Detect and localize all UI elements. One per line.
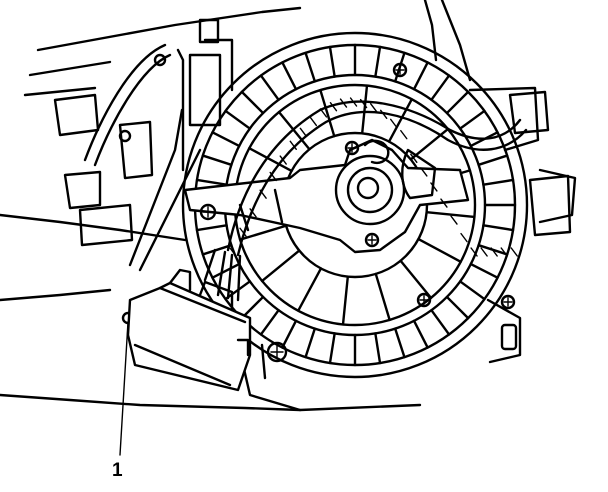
- harness-tick: [279, 155, 287, 165]
- spoke-line: [409, 127, 450, 161]
- vane-line: [211, 262, 241, 279]
- spoke-line: [425, 210, 476, 219]
- screw-icon: [199, 203, 217, 221]
- vane-line: [328, 332, 336, 365]
- vane-line: [195, 224, 228, 232]
- harness-tick: [369, 102, 378, 113]
- vane-line: [259, 308, 280, 336]
- harness-tick: [339, 98, 348, 108]
- spoke-line: [360, 84, 369, 135]
- callout-1: 1: [112, 321, 129, 481]
- spoke-line: [417, 237, 462, 263]
- harness-tick: [269, 171, 277, 182]
- screw-icon: [153, 53, 167, 67]
- harness-tick: [510, 247, 518, 257]
- spoke-line: [297, 267, 323, 312]
- vane-line: [458, 109, 486, 130]
- spoke-line: [387, 98, 413, 143]
- vane-line: [482, 178, 515, 186]
- harness-tick: [289, 140, 297, 150]
- hvac-module-housing: [0, 0, 577, 412]
- harness-tick: [430, 182, 438, 192]
- harness-tick: [319, 108, 328, 118]
- vane-line: [445, 90, 470, 115]
- spoke-line: [277, 110, 311, 151]
- vane-line: [412, 319, 429, 349]
- vane-line: [304, 327, 317, 359]
- spoke-line: [260, 249, 301, 283]
- callout-number: 1: [112, 460, 123, 481]
- vane-line: [201, 243, 233, 256]
- harness-tick: [379, 109, 388, 120]
- harness-tick: [470, 247, 478, 257]
- vane-line: [430, 308, 451, 336]
- screw-icon: [266, 341, 288, 363]
- blower-vanes: [193, 43, 517, 367]
- spoke-line: [319, 88, 336, 138]
- screw-icon: [118, 129, 132, 143]
- harness-wrap-ticks: [229, 97, 518, 257]
- harness-tick: [460, 232, 468, 243]
- harness-tick: [309, 116, 318, 127]
- vane-line: [469, 262, 499, 279]
- harness-tick: [410, 153, 418, 164]
- vane-line: [477, 154, 509, 167]
- vane-line: [393, 327, 406, 359]
- harness-tick: [450, 215, 458, 225]
- screw-icon: [344, 140, 360, 156]
- vane-line: [281, 61, 298, 91]
- harness-tick: [259, 189, 267, 199]
- vane-line: [328, 45, 336, 78]
- harness-tick: [480, 247, 488, 257]
- vane-line: [240, 90, 265, 115]
- harness-tick: [440, 198, 448, 208]
- harness-tick: [299, 127, 308, 138]
- vane-line: [201, 154, 233, 167]
- vane-line: [412, 61, 429, 91]
- blower-motor-resistor: [126, 268, 252, 392]
- vane-line: [259, 74, 280, 102]
- vane-line: [304, 51, 317, 83]
- screw-icon: [364, 232, 380, 248]
- harness-tick: [239, 227, 247, 237]
- screw-icon: [392, 62, 408, 78]
- harness-tick: [349, 97, 358, 107]
- screw-icon: [416, 292, 432, 308]
- spoke-line: [248, 147, 293, 173]
- wiring-harness: [203, 97, 528, 302]
- fasteners: [118, 53, 516, 363]
- spoke-line: [374, 272, 391, 322]
- harness-tick: [390, 118, 398, 129]
- vane-line: [430, 74, 451, 102]
- spoke-line: [399, 259, 433, 300]
- blower-wheel: [181, 31, 529, 412]
- vane-line: [224, 109, 252, 130]
- blower-motor: [183, 138, 470, 254]
- vane-line: [195, 178, 228, 186]
- vane-line: [281, 319, 298, 349]
- vane-line: [482, 224, 515, 232]
- harness-tick: [229, 247, 237, 257]
- vane-line: [240, 295, 265, 320]
- vane-line: [211, 131, 241, 148]
- screw-icon: [500, 294, 516, 310]
- harness-tick: [490, 247, 498, 257]
- spoke-line: [238, 224, 288, 241]
- vane-line: [458, 280, 486, 301]
- vane-line: [374, 332, 382, 365]
- spoke-line: [341, 275, 350, 326]
- vane-line: [374, 45, 382, 78]
- harness-tick: [359, 98, 368, 109]
- harness-tick: [420, 167, 428, 177]
- vane-line: [445, 295, 470, 320]
- harness-tick: [500, 247, 508, 257]
- harness-tick: [400, 129, 408, 140]
- harness-tick: [329, 102, 338, 112]
- harness-tick: [249, 208, 257, 218]
